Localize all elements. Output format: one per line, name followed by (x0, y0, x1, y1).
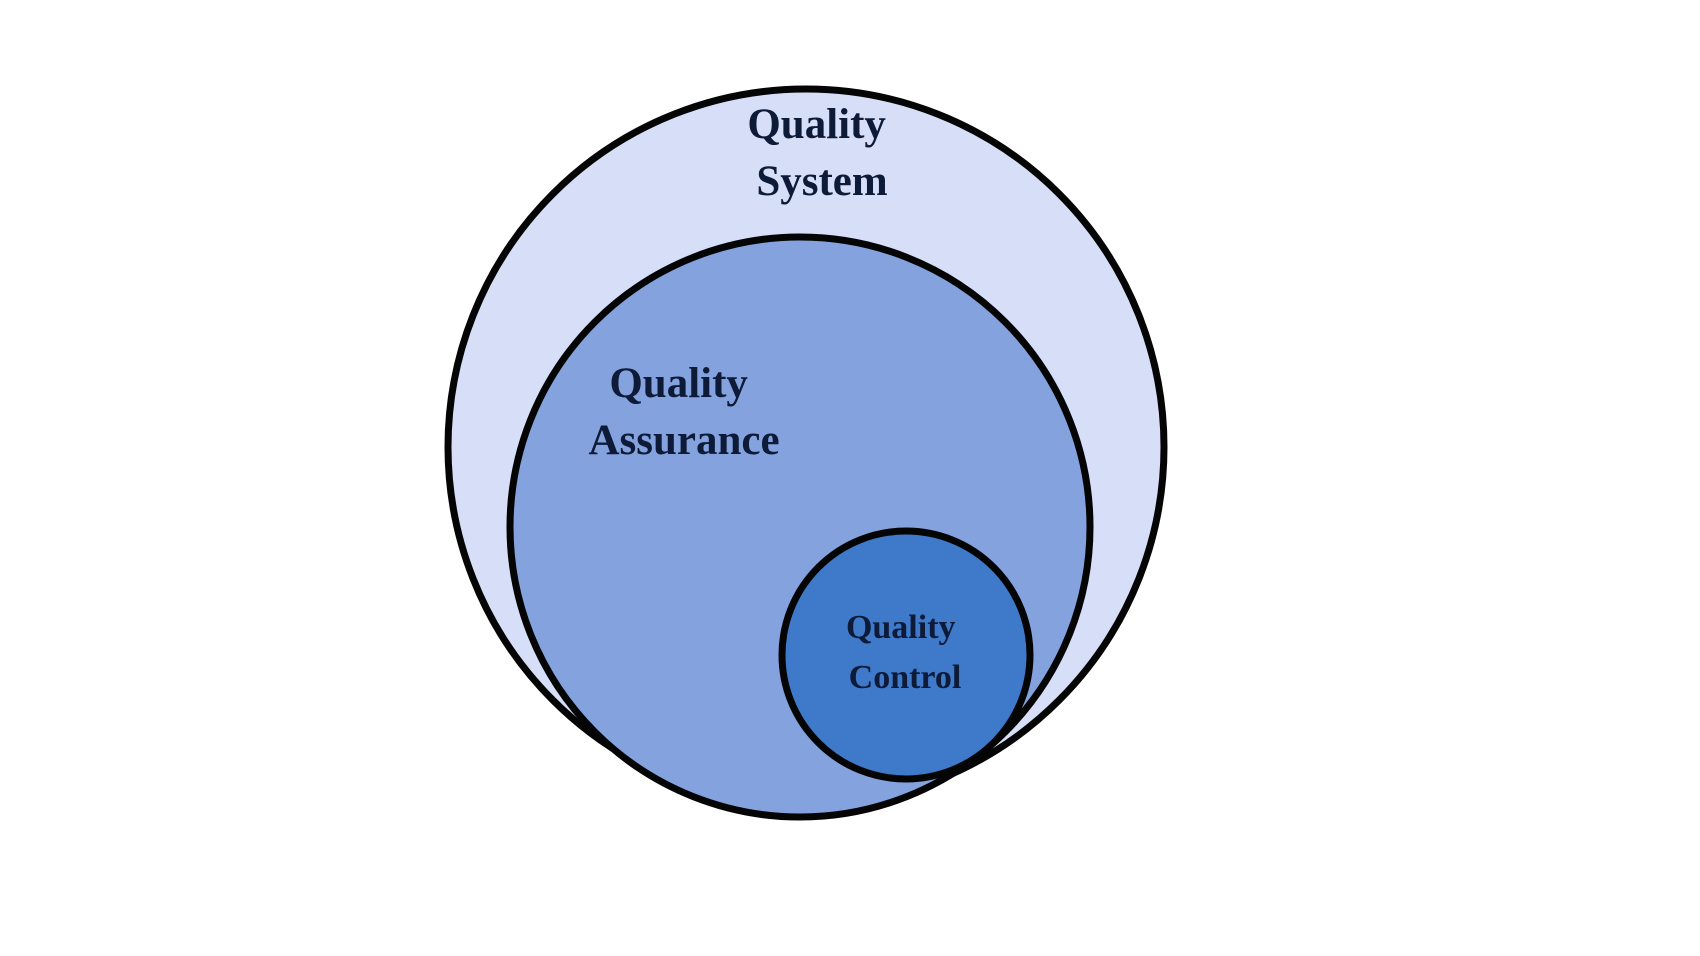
label-quality-assurance: Quality Assurance (588, 360, 779, 464)
label-quality-system-line1: Quality (747, 101, 886, 148)
label-quality-control-line2: Control (849, 659, 962, 696)
label-quality-assurance-line1: Quality (609, 360, 748, 407)
label-quality-control: Quality Control (846, 609, 964, 696)
label-quality-control-line1: Quality (846, 609, 956, 646)
label-quality-system-line2: System (756, 158, 888, 205)
label-quality-system: Quality System (747, 101, 896, 205)
label-quality-assurance-line2: Assurance (588, 417, 779, 464)
circle-quality-control[interactable] (778, 527, 1034, 783)
